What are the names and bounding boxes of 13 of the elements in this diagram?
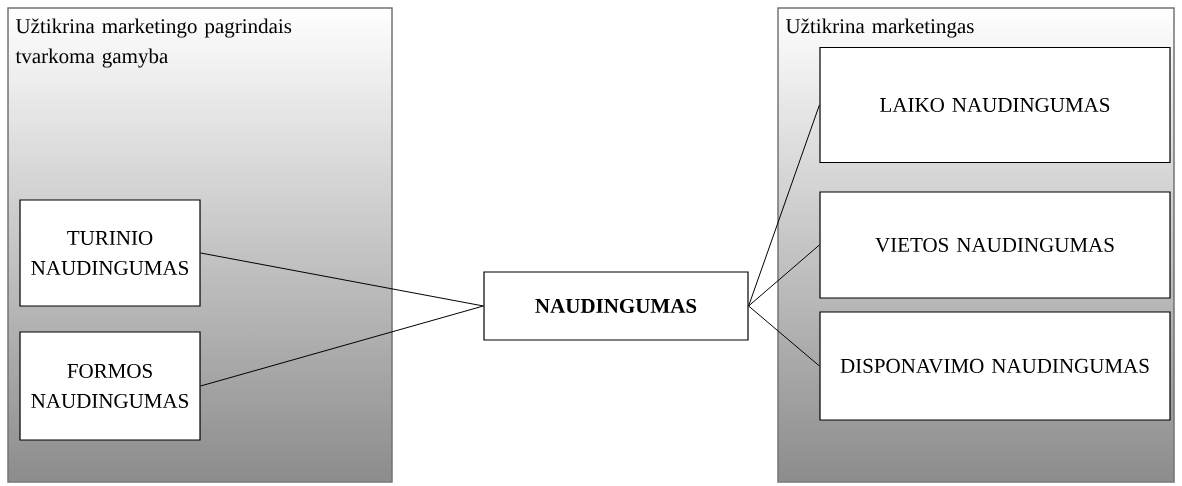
- central-box: NAUDINGUMAS: [483, 271, 749, 341]
- benefit-box: DISPONAVIMO NAUDINGUMAS: [819, 311, 1171, 421]
- benefit-box: TURINIO NAUDINGUMAS: [19, 199, 201, 307]
- panel-heading: Užtikrina marketingo pagrindais tvarkoma gamyba: [15, 18, 292, 68]
- connector-line: [748, 104, 820, 307]
- connector-line: [200, 252, 484, 307]
- connector-line: [748, 244, 820, 307]
- benefit-box: FORMOS NAUDINGUMAS: [19, 331, 201, 441]
- panel-heading: Užtikrina marketingas: [785, 18, 974, 38]
- benefit-box: LAIKO NAUDINGUMAS: [819, 46, 1171, 164]
- connector-line: [200, 305, 484, 387]
- benefit-box: VIETOS NAUDINGUMAS: [819, 191, 1171, 299]
- connector-line: [748, 305, 820, 367]
